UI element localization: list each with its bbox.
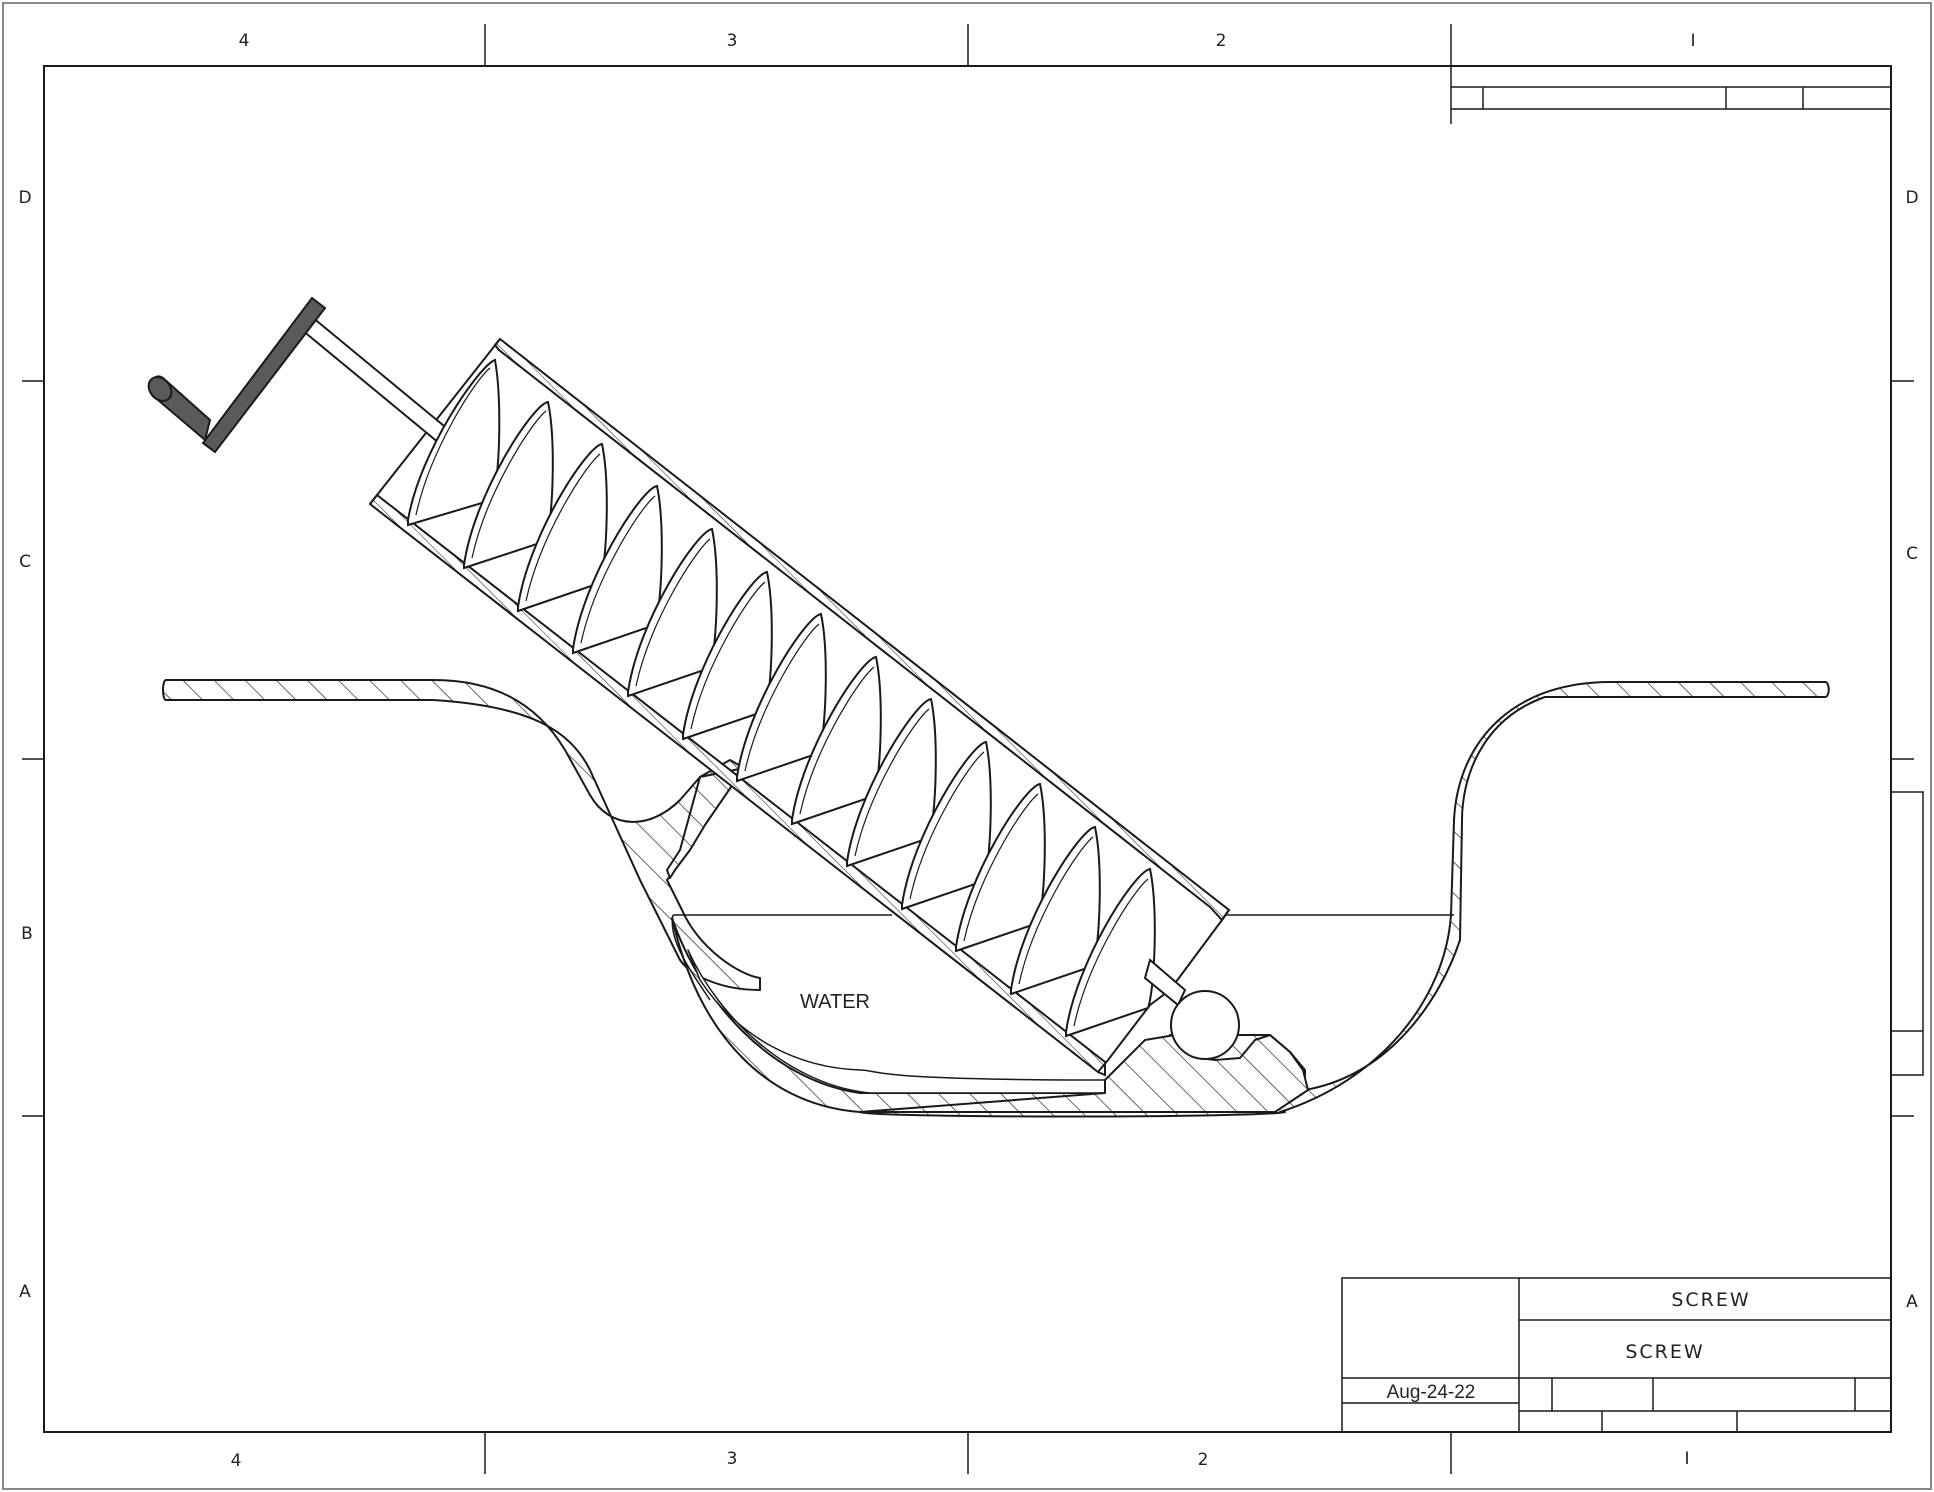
title-block-date: Aug-24-22 bbox=[1387, 1382, 1476, 1403]
zone-label-top: I bbox=[1690, 31, 1695, 51]
zone-ticks-right bbox=[1891, 380, 1914, 1117]
drawing-border bbox=[43, 65, 1892, 1433]
water-channel bbox=[162, 679, 1830, 1118]
screw-assembly bbox=[147, 296, 1240, 1077]
zone-label-right: C bbox=[1906, 544, 1918, 564]
revision-block bbox=[1450, 66, 1891, 124]
right-pocket bbox=[859, 1034, 1309, 1113]
screw-flights bbox=[407, 358, 1156, 1038]
water-label: WATER bbox=[800, 991, 870, 1013]
zone-label-right: D bbox=[1905, 188, 1918, 208]
zone-label-top: 2 bbox=[1216, 31, 1227, 51]
zone-ticks-bottom bbox=[484, 1432, 1452, 1474]
tube-outlet bbox=[1149, 909, 1230, 1006]
zone-label-bottom: I bbox=[1684, 1449, 1689, 1469]
zone-label-bottom: 4 bbox=[231, 1451, 242, 1471]
title-block bbox=[1341, 1277, 1892, 1433]
zone-ticks-left bbox=[22, 380, 44, 1117]
zone-label-left: B bbox=[21, 924, 33, 944]
zone-label-top: 3 bbox=[727, 31, 738, 51]
crank-arm bbox=[201, 296, 327, 454]
left-deck bbox=[162, 679, 761, 991]
title-block-subtitle: SCREW bbox=[1625, 1341, 1704, 1363]
tube-inlet-lip bbox=[1097, 1004, 1151, 1073]
crank-knob-end bbox=[147, 376, 173, 402]
bearing-ball bbox=[1170, 990, 1240, 1060]
basin-wall bbox=[671, 680, 1830, 1118]
zone-label-top: 4 bbox=[239, 31, 250, 51]
zone-label-left: D bbox=[18, 188, 31, 208]
water-surface bbox=[671, 914, 1454, 1001]
zone-ticks-top bbox=[484, 24, 1452, 66]
zone-label-left: C bbox=[19, 552, 31, 572]
zone-label-bottom: 3 bbox=[727, 1449, 738, 1469]
zone-label-bottom: 2 bbox=[1198, 1450, 1209, 1470]
sheet-edge-tab bbox=[1890, 791, 1924, 1076]
screw-shaft bbox=[300, 315, 457, 450]
left-wedge bbox=[666, 767, 745, 879]
title-block-title: SCREW bbox=[1671, 1289, 1750, 1311]
zone-label-left: A bbox=[19, 1282, 31, 1302]
basin-floor bbox=[687, 949, 1106, 1094]
zone-label-right: A bbox=[1906, 1292, 1918, 1312]
screw-flight-inner bbox=[415, 367, 1149, 1027]
